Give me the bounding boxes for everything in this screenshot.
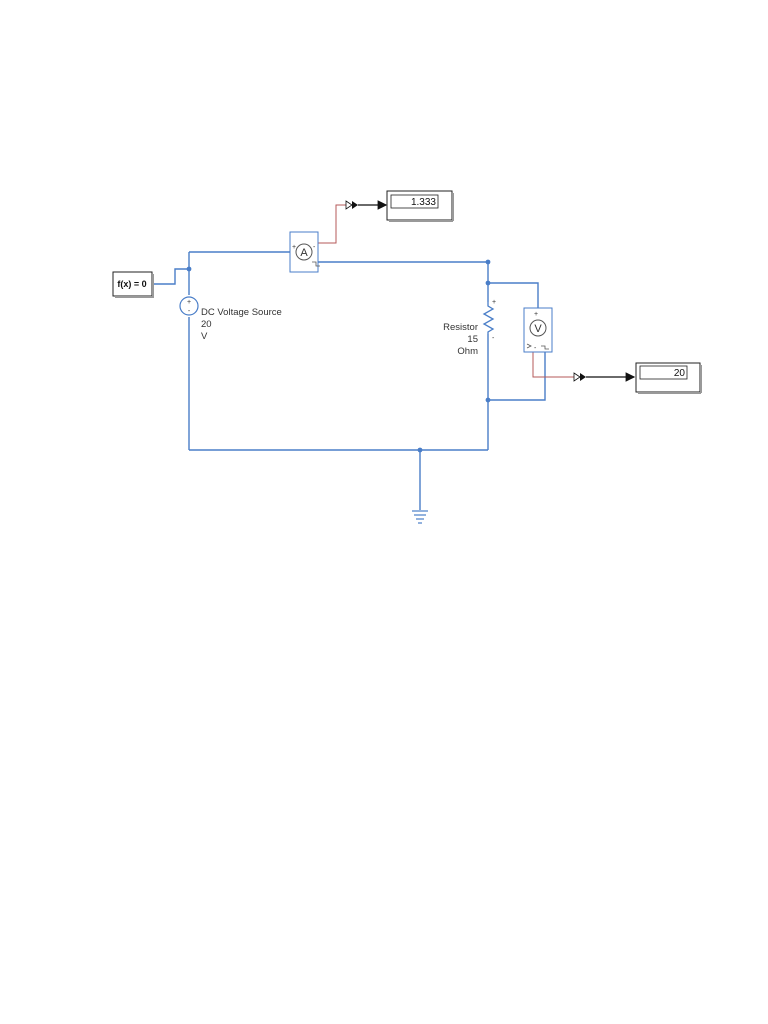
ps-converter-arrow-icon bbox=[352, 201, 358, 209]
junction-top-left bbox=[186, 266, 192, 272]
ps-converter-icon bbox=[345, 200, 353, 210]
junctions bbox=[186, 259, 491, 453]
ps-converter-voltage[interactable] bbox=[573, 372, 586, 382]
voltage-sensor-block[interactable]: V + - bbox=[523, 307, 553, 353]
source-unit: V bbox=[201, 331, 208, 342]
voltmeter-plus: + bbox=[534, 311, 538, 318]
electrical-reference-icon[interactable] bbox=[412, 510, 428, 524]
dc-voltage-source-block[interactable]: + - DC Voltage Source 20 V bbox=[179, 296, 282, 342]
display-voltage-value: 20 bbox=[674, 368, 686, 379]
resistor-icon bbox=[482, 302, 495, 334]
source-plus-sign: + bbox=[187, 299, 191, 306]
junction-top-right bbox=[485, 280, 491, 286]
physical-wires bbox=[152, 251, 546, 510]
display-voltage-block[interactable]: 20 bbox=[635, 362, 702, 394]
source-name: DC Voltage Source bbox=[201, 307, 282, 318]
wire-voltmeter-minus[interactable] bbox=[488, 352, 546, 401]
resistor-value: 15 bbox=[467, 334, 478, 345]
signal-wires bbox=[318, 200, 636, 382]
junction-right-upper bbox=[485, 259, 491, 265]
ammeter-letter: A bbox=[300, 247, 308, 259]
ps-converter-current[interactable] bbox=[345, 200, 358, 210]
signal-ammeter-out[interactable] bbox=[318, 204, 346, 244]
wire-solver[interactable] bbox=[152, 268, 189, 285]
current-sensor-icon bbox=[295, 243, 313, 261]
resistor-plus: + bbox=[492, 299, 496, 306]
junction-ground bbox=[417, 447, 423, 453]
resistor-unit: Ohm bbox=[457, 346, 478, 357]
resistor-minus: - bbox=[492, 335, 495, 342]
source-value: 20 bbox=[201, 319, 212, 330]
voltage-sensor-icon bbox=[529, 319, 547, 337]
dc-voltage-source-icon bbox=[179, 296, 199, 316]
ps-converter-arrow-icon bbox=[580, 373, 586, 381]
ps-converter-icon bbox=[573, 372, 581, 382]
voltmeter-letter: V bbox=[534, 323, 542, 335]
voltmeter-minus: - bbox=[534, 345, 537, 352]
wire-voltmeter-plus[interactable] bbox=[488, 282, 539, 308]
junction-bottom-right bbox=[485, 397, 491, 403]
resistor-block[interactable]: + - Resistor 15 Ohm bbox=[443, 299, 496, 357]
display-current-value: 1.333 bbox=[411, 197, 436, 208]
current-sensor-block[interactable]: A + - bbox=[289, 231, 320, 273]
resistor-name: Resistor bbox=[443, 322, 478, 333]
solver-label: f(x) = 0 bbox=[117, 279, 146, 289]
display-current-block[interactable]: 1.333 bbox=[386, 190, 454, 222]
ammeter-minus: - bbox=[313, 244, 316, 251]
ammeter-plus: + bbox=[292, 244, 296, 251]
signal-voltmeter-out[interactable] bbox=[532, 352, 574, 378]
source-minus-sign: - bbox=[188, 308, 191, 315]
solver-configuration-block[interactable]: f(x) = 0 bbox=[112, 271, 154, 298]
